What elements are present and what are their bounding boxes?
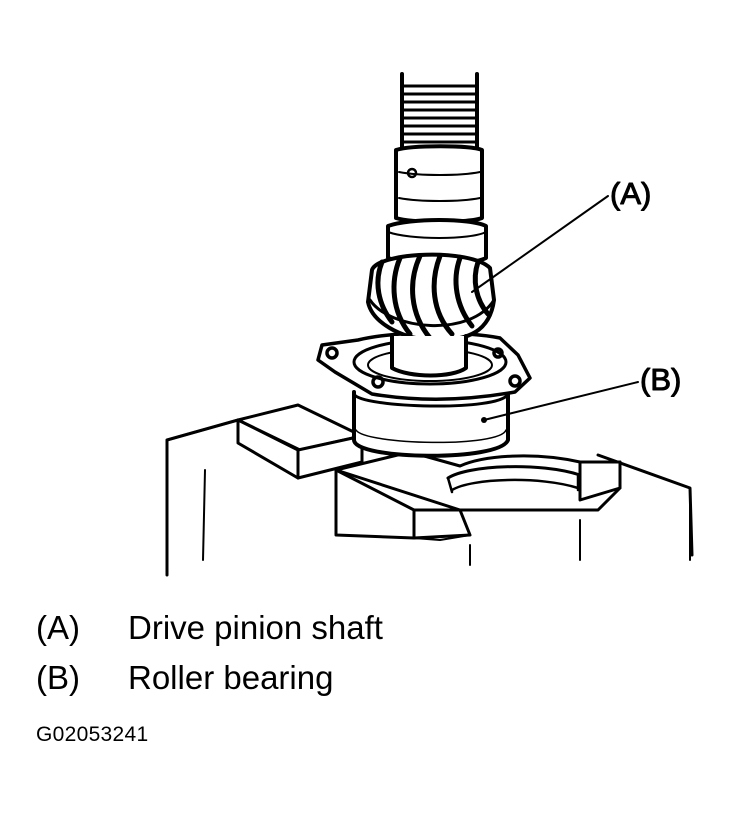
- figure-code: G02053241: [36, 723, 149, 746]
- legend-key: (B): [36, 659, 80, 696]
- legend-item-a: (A) Drive pinion shaft: [36, 608, 383, 648]
- callout-b: (B): [640, 362, 681, 397]
- leader-line-b: [483, 381, 639, 421]
- legend-text: Roller bearing: [128, 659, 334, 696]
- leader-lines: [471, 195, 639, 421]
- callout-a: (A): [610, 176, 651, 211]
- legend-key: (A): [36, 609, 80, 646]
- base-block: [165, 418, 694, 577]
- base-right-pad: [334, 450, 622, 540]
- legend-text: Drive pinion shaft: [128, 609, 383, 646]
- drive-pinion-shaft: [366, 72, 496, 378]
- roller-bearing: [352, 390, 510, 458]
- base-left-pad: [236, 403, 364, 480]
- drive-pinion-illustration: (A) (B): [165, 72, 694, 577]
- legend-item-b: (B) Roller bearing: [36, 658, 333, 698]
- leader-line-a: [471, 195, 609, 293]
